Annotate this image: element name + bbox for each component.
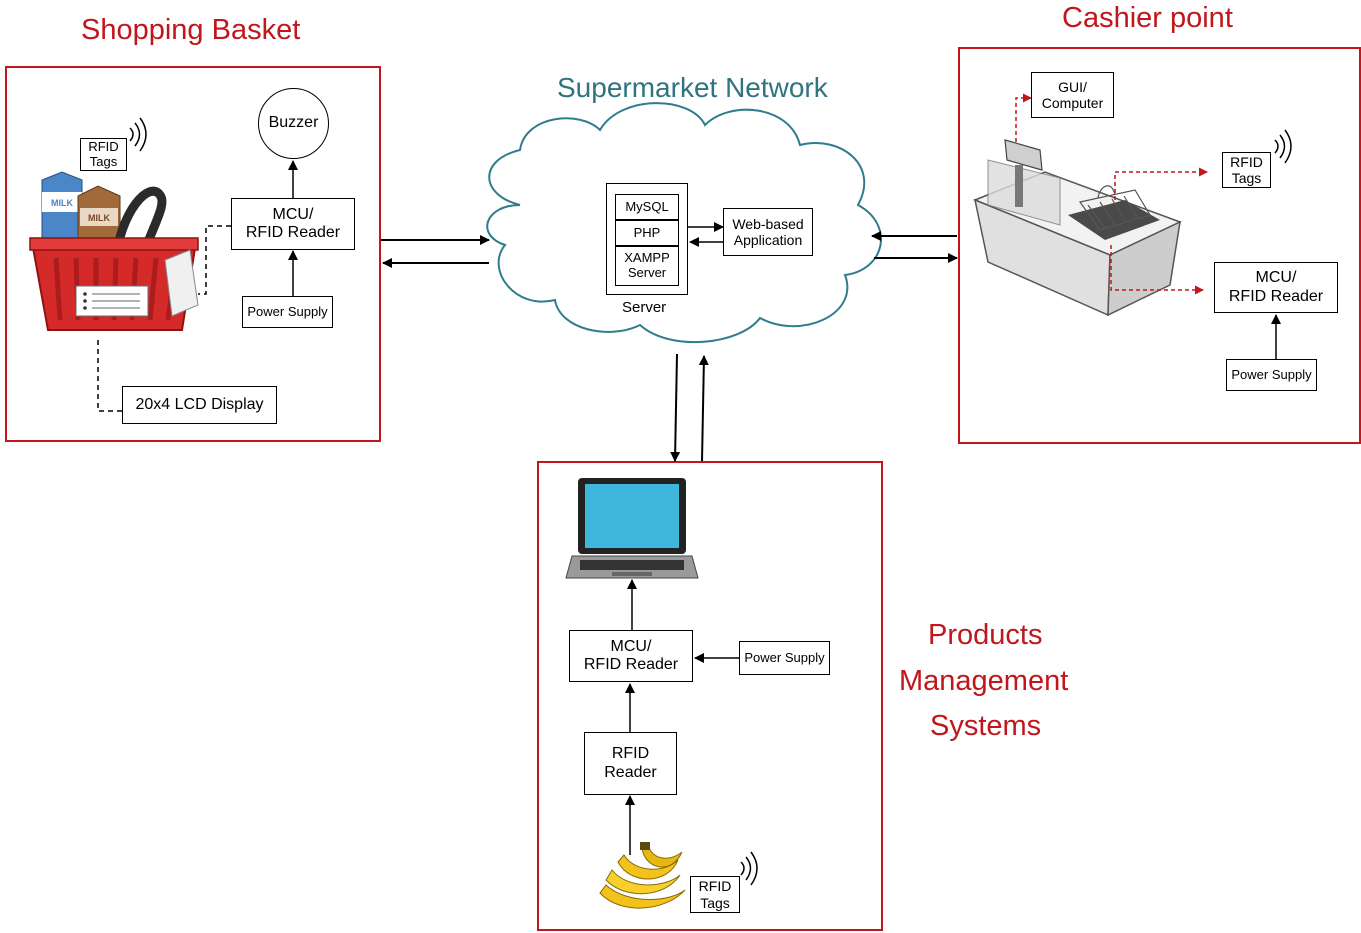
mysql-layer: MySQL [615, 194, 679, 220]
buzzer-text: Buzzer [268, 114, 319, 132]
cashier-power-text: Power Supply [1231, 366, 1312, 382]
laptop-icon [565, 478, 699, 579]
products-reader-text: RFID Reader [604, 745, 657, 781]
gui-computer-node: GUI/ Computer [1031, 72, 1114, 118]
buzzer-node: Buzzer [258, 88, 329, 159]
basket-power-supply: Power Supply [242, 296, 333, 328]
products-management-frame [537, 461, 883, 931]
products-rfid-reader: RFID Reader [584, 732, 677, 795]
products-power-text: Power Supply [744, 649, 825, 665]
products-management-title-line2: Management [899, 665, 1069, 697]
cashier-point-frame [958, 47, 1361, 444]
xampp-layer: XAMPP Server [615, 246, 679, 286]
cashier-point-title: Cashier point [1062, 2, 1233, 34]
web-app-text: Web-based Application [732, 215, 804, 248]
rfid-tags-text: RFID Tags [88, 138, 119, 169]
products-rfid-tags: RFID Tags [690, 876, 740, 913]
milk-carton-icon: MILK [41, 171, 83, 241]
shopping-basket-frame [5, 66, 381, 442]
basket-power-text: Power Supply [247, 303, 328, 319]
lcd-display: 20x4 LCD Display [122, 386, 277, 424]
php-text: PHP [633, 224, 661, 240]
basket-to-lcd-dashed [97, 340, 122, 412]
wireless-signal-icon [1274, 129, 1292, 164]
basket-mcu-rfid-reader: MCU/ RFID Reader [231, 198, 355, 250]
cashier-rfid-tags: RFID Tags [1222, 152, 1271, 188]
products-power-supply: Power Supply [739, 641, 830, 675]
basket-icon [29, 186, 199, 331]
mcu-to-basket-dashed [198, 225, 231, 295]
shopping-basket-title: Shopping Basket [81, 14, 301, 46]
rfid-tags-label: RFID Tags [80, 138, 127, 171]
gui-computer-text: GUI/ Computer [1041, 78, 1104, 111]
php-layer: PHP [615, 220, 679, 246]
products-rfid-text: RFID Tags [698, 878, 732, 911]
products-management-title-line3: Systems [930, 710, 1042, 742]
lcd-display-text: 20x4 LCD Display [135, 395, 264, 413]
milk-label: MILK [51, 198, 73, 208]
web-app-node: Web-based Application [723, 208, 813, 256]
supermarket-network-title: Supermarket Network [557, 72, 828, 103]
milk-label: MILK [88, 213, 110, 223]
wireless-signal-icon [129, 117, 147, 152]
xampp-text: XAMPP Server [624, 250, 670, 280]
products-to-network-arrow [698, 355, 709, 462]
network-to-products-arrow [670, 353, 681, 462]
cashier-rfid-text: RFID Tags [1230, 153, 1263, 186]
counter-to-rfid-dashed [1114, 167, 1208, 200]
cashier-mcu-rfid-reader: MCU/ RFID Reader [1214, 262, 1338, 313]
checkout-counter-icon [972, 139, 1182, 317]
products-mcu-text: MCU/ RFID Reader [583, 637, 679, 673]
products-mcu-rfid-reader: MCU/ RFID Reader [569, 630, 693, 682]
counter-to-gui-dashed [1015, 93, 1032, 142]
cashier-mcu-text: MCU/ RFID Reader [1228, 269, 1324, 305]
counter-to-mcu-dashed [1110, 245, 1204, 295]
mysql-text: MySQL [625, 198, 669, 214]
server-label: Server [622, 299, 667, 316]
basket-mcu-text: MCU/ RFID Reader [245, 205, 341, 241]
banana-icon [599, 842, 686, 909]
cashier-power-supply: Power Supply [1226, 359, 1317, 391]
wireless-signal-icon [740, 851, 758, 886]
products-management-title-line1: Products [928, 619, 1043, 651]
